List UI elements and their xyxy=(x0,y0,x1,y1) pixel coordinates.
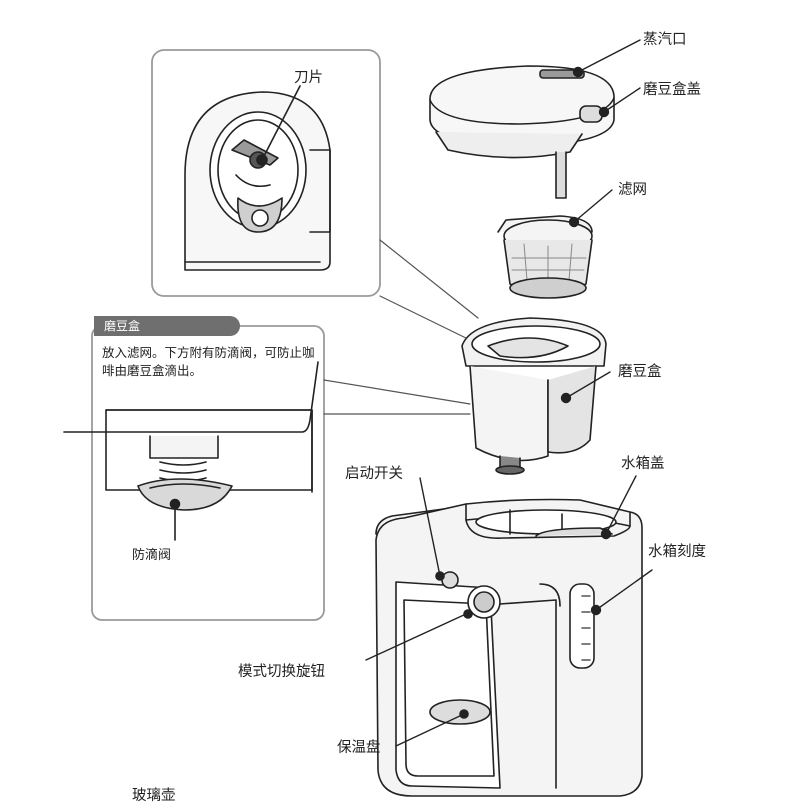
drip-valve-inset xyxy=(63,325,325,621)
grinder-box-part xyxy=(461,317,607,475)
inset-description: 放入滤网。下方附有防滴阀，可防止咖啡由磨豆盒滴出。 xyxy=(102,345,315,378)
glass-pot-label: 玻璃壶 xyxy=(132,788,176,804)
mode-knob-label: 模式切换旋钮 xyxy=(238,664,325,680)
inset-title: 磨豆盒 xyxy=(94,316,240,336)
machine-body-part xyxy=(375,498,643,797)
filter-label: 滤网 xyxy=(618,182,647,198)
blade-label: 刀片 xyxy=(294,70,323,86)
steam-outlet-label: 蒸汽口 xyxy=(643,32,687,48)
water-tank-lid-label: 水箱盖 xyxy=(621,456,665,472)
callout-lines xyxy=(365,39,653,747)
grinder-box-label: 磨豆盒 xyxy=(618,364,662,380)
filter-part xyxy=(497,215,593,299)
start-switch-label: 启动开关 xyxy=(345,466,403,482)
water-tank-scale-label: 水箱刻度 xyxy=(648,544,706,560)
grinder-lid-part xyxy=(429,65,615,199)
drip-valve-label: 防滴阀 xyxy=(132,548,172,563)
inset-connector-lines xyxy=(323,239,479,415)
blade-inset xyxy=(151,49,381,297)
grinder-lid-label: 磨豆盒盖 xyxy=(643,82,701,98)
warming-plate-label: 保温盘 xyxy=(337,740,381,756)
